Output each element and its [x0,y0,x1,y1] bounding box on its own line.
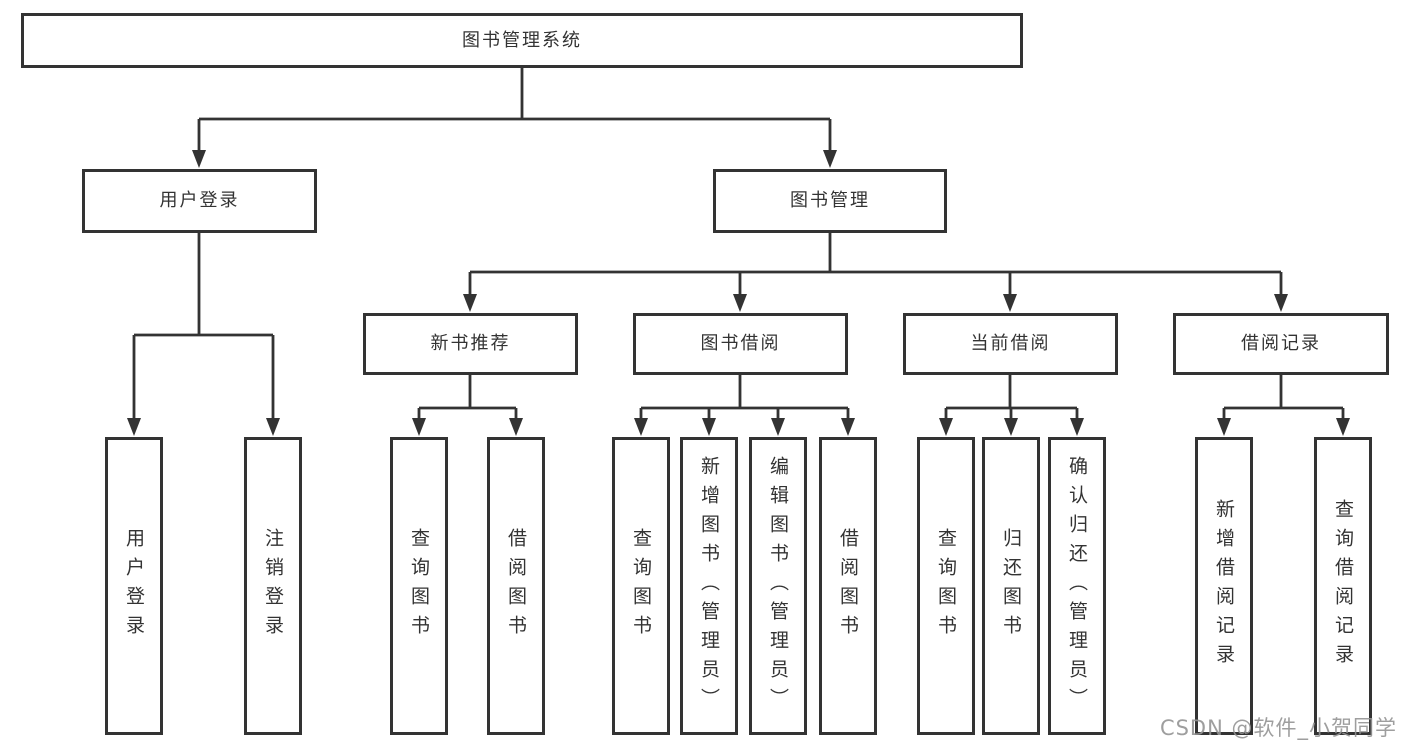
arrowheads-new-book-recommend [412,418,523,436]
node-book-management: 图书管理 [713,169,947,233]
node-new-book-recommend: 新书推荐 [363,313,578,375]
node-current-borrow: 当前借阅 [903,313,1118,375]
leaf-borrow-books: 借阅图书 [819,437,877,735]
leaf-recommend-query-books: 查询图书 [390,437,448,735]
leaf-logout: 注销登录 [244,437,302,735]
arrowheads-level3 [463,294,1288,312]
leaf-confirm-return-admin: 确认归还（管理员） [1048,437,1106,735]
arrowheads-level2 [192,150,837,168]
arrowheads-book-borrow [634,418,855,436]
connector-current-borrow-to-leaves [944,375,1079,420]
arrowheads-current-borrow [939,418,1084,436]
leaf-add-books-admin: 新增图书（管理员） [680,437,738,735]
leaf-edit-books-admin: 编辑图书（管理员） [749,437,807,735]
leaf-borrow-query-books: 查询图书 [612,437,670,735]
leaf-return-books: 归还图书 [982,437,1040,735]
leaf-user-login: 用户登录 [105,437,163,735]
leaf-current-query-books: 查询图书 [917,437,975,735]
connector-root-to-level2 [197,68,832,152]
leaf-query-borrow-record: 查询借阅记录 [1314,437,1372,735]
node-borrow-records: 借阅记录 [1173,313,1389,375]
node-user-login: 用户登录 [82,169,317,233]
leaf-recommend-borrow-books: 借阅图书 [487,437,545,735]
csdn-watermark: CSDN @软件_小贺同学 [1159,716,1397,740]
arrowheads-user-login-leaves [127,418,280,436]
connector-borrow-records-to-leaves [1222,375,1345,420]
connector-book-management-to-level3 [468,233,1283,296]
leaf-add-borrow-record: 新增借阅记录 [1195,437,1253,735]
node-root-system: 图书管理系统 [21,13,1023,68]
arrowheads-borrow-records [1217,418,1350,436]
node-book-borrow: 图书借阅 [633,313,848,375]
connector-book-borrow-to-leaves [639,375,850,420]
connector-new-book-recommend-to-leaves [417,375,518,420]
connector-user-login-to-leaves [132,233,275,420]
